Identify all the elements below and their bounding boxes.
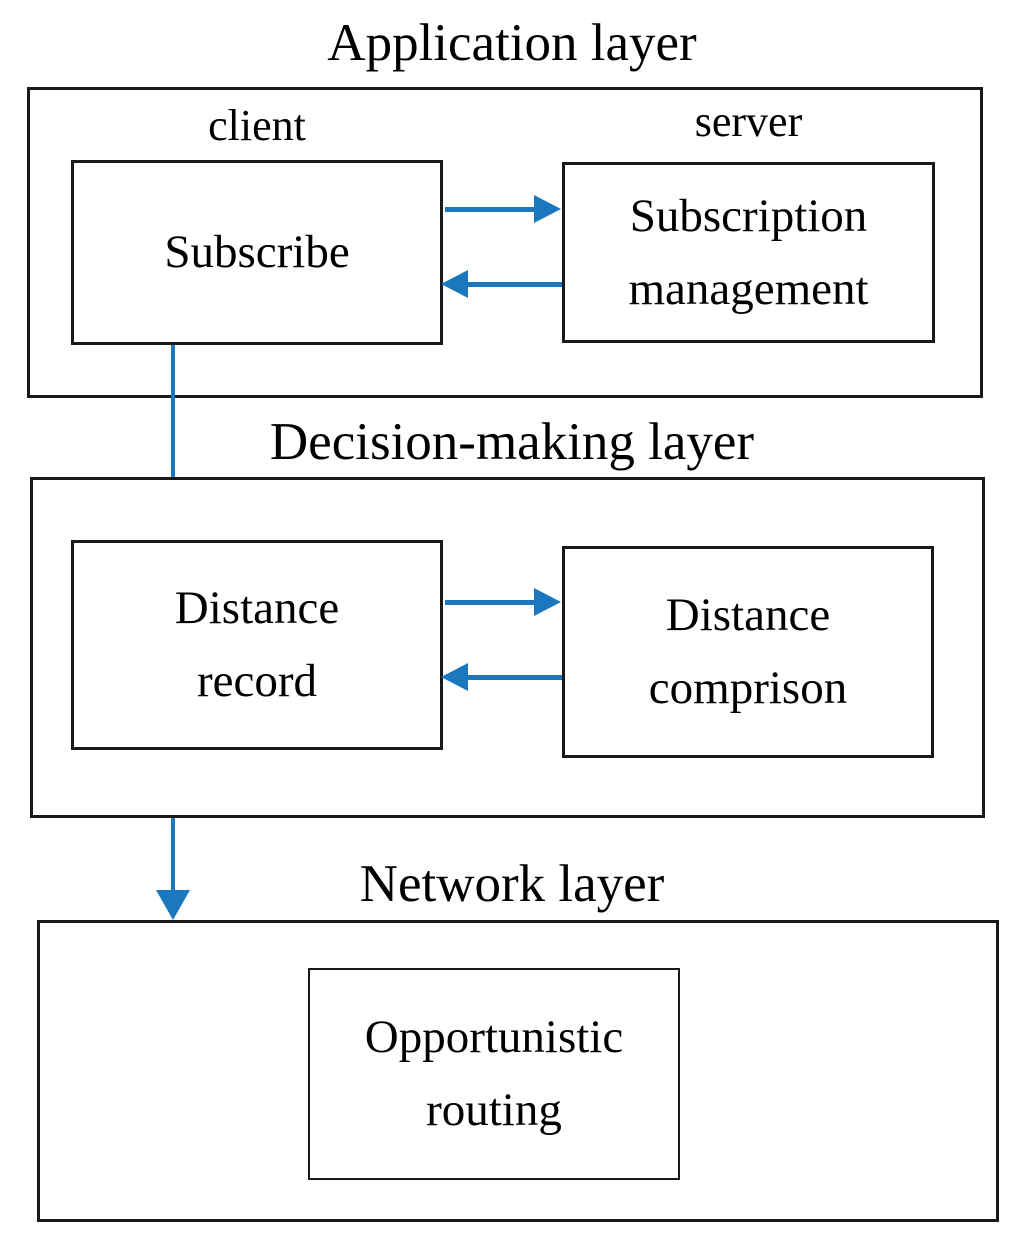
subscription-management-box: Subscription management (562, 162, 935, 343)
distance-comprison-box: Distance comprison (562, 546, 934, 758)
arrow-line (467, 675, 562, 680)
arrowhead-right-icon (534, 195, 561, 223)
network-layer-title: Network layer (359, 855, 665, 913)
connector-line (171, 818, 175, 890)
application-layer-title: Application layer (327, 14, 697, 72)
client-label: client (208, 101, 306, 150)
arrow-line (445, 600, 537, 605)
opportunistic-routing-box: Opportunistic routing (308, 968, 680, 1180)
distance-record-box: Distance record (71, 540, 443, 750)
subscription-management-box-label: Subscription management (628, 189, 869, 315)
arrowhead-down-icon (156, 890, 190, 920)
arrowhead-left-icon (441, 663, 468, 691)
distance-comprison-box-label: Distance comprison (648, 589, 848, 714)
distance-record-box-label: Distance record (174, 582, 340, 707)
server-label: server (694, 97, 803, 146)
decision-layer-title: Decision-making layer (269, 413, 755, 471)
opportunistic-routing-box-label: Opportunistic routing (364, 1011, 624, 1136)
arrowhead-left-icon (441, 270, 468, 298)
subscribe-box-label: Subscribe (164, 226, 350, 279)
arrow-line (467, 282, 562, 287)
arrow-line (445, 207, 537, 212)
subscribe-box: Subscribe (71, 160, 443, 345)
arrowhead-right-icon (534, 588, 561, 616)
connector-line (171, 345, 175, 511)
